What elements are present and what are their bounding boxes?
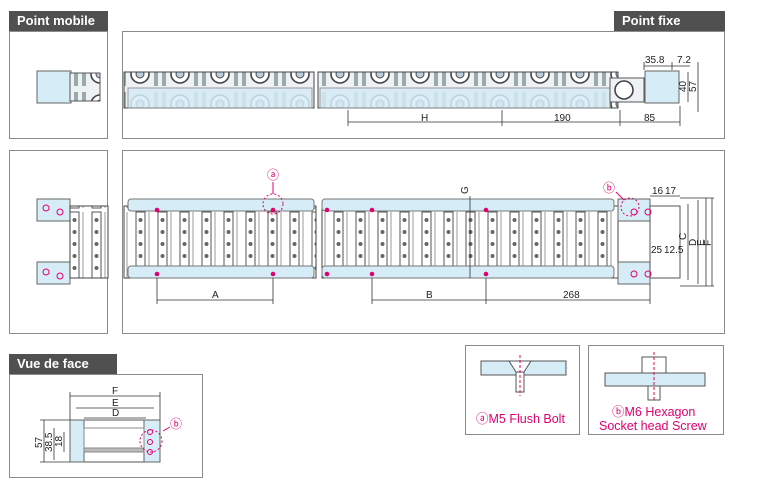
- dim-D: D: [688, 239, 699, 246]
- marker-b: [615, 191, 640, 217]
- fixed-end-tag: Point fixe: [614, 11, 725, 31]
- moving-end-tag: Point mobile: [9, 11, 108, 31]
- dim-25: 25: [651, 245, 663, 256]
- moving-end-top-bracket: [36, 70, 101, 104]
- chain-side-view: [123, 198, 681, 285]
- dim-A: A: [212, 290, 219, 301]
- marker-b-label: ⓑ: [603, 181, 615, 195]
- dim-17: 17: [665, 186, 677, 197]
- dim-12-5: 12.5: [664, 245, 684, 256]
- dim-H: H: [421, 113, 428, 124]
- front-dim-E: E: [112, 398, 119, 409]
- dim-40: 40: [678, 80, 689, 92]
- front-dim-F: F: [112, 386, 118, 397]
- front-dim-D: D: [112, 408, 119, 419]
- dim-268: 268: [563, 290, 580, 301]
- front-view-drawing: [69, 419, 171, 463]
- chain-top-view: [123, 70, 680, 109]
- dim-85: 85: [644, 113, 656, 124]
- dim-35-8: 35.8: [645, 55, 665, 66]
- marker-a-label: ⓐ: [267, 168, 279, 182]
- dim-E: E: [696, 239, 707, 246]
- dim-16: 16: [652, 186, 664, 197]
- front-dim-18: 18: [54, 435, 65, 447]
- hexagon-screw-drawing: [604, 352, 706, 402]
- front-dim-57: 57: [34, 436, 45, 448]
- front-marker-b-label: ⓑ: [170, 417, 182, 431]
- dim-C: C: [678, 233, 689, 240]
- marker-a: [262, 182, 284, 215]
- dim-7-2: 7.2: [677, 55, 691, 66]
- front-view-tag: Vue de face: [9, 354, 117, 374]
- side-view-dimensions: [156, 195, 714, 304]
- flush-bolt-caption: ⓐM5 Flush Bolt: [476, 412, 565, 426]
- dim-57-top: 57: [688, 80, 699, 92]
- moving-end-side-bracket: [36, 198, 109, 285]
- mounting-marks: [154, 207, 489, 277]
- top-view-dimensions: [347, 62, 699, 126]
- front-dim-38-5: 38.5: [44, 432, 55, 452]
- dim-G: G: [460, 186, 471, 194]
- dim-190: 190: [554, 113, 571, 124]
- flush-bolt-drawing: [480, 355, 567, 396]
- hexagon-screw-caption-line1: ⓑM6 Hexagon: [612, 405, 695, 419]
- hexagon-screw-caption-line2: Socket head Screw: [599, 419, 708, 433]
- front-view-dimensions: [40, 392, 161, 463]
- dim-B: B: [426, 290, 433, 301]
- dim-F: F: [703, 240, 714, 246]
